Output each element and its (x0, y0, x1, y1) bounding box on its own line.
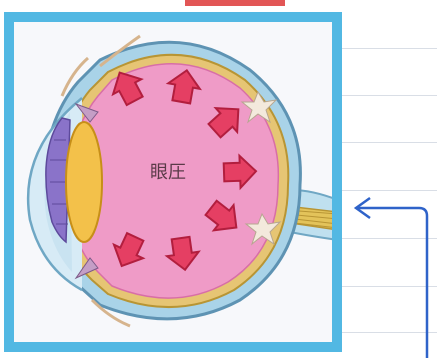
red-tab (185, 0, 285, 6)
center-label: 眼圧 (150, 162, 186, 183)
arrow-left-icon (356, 198, 427, 358)
lens (66, 122, 102, 242)
